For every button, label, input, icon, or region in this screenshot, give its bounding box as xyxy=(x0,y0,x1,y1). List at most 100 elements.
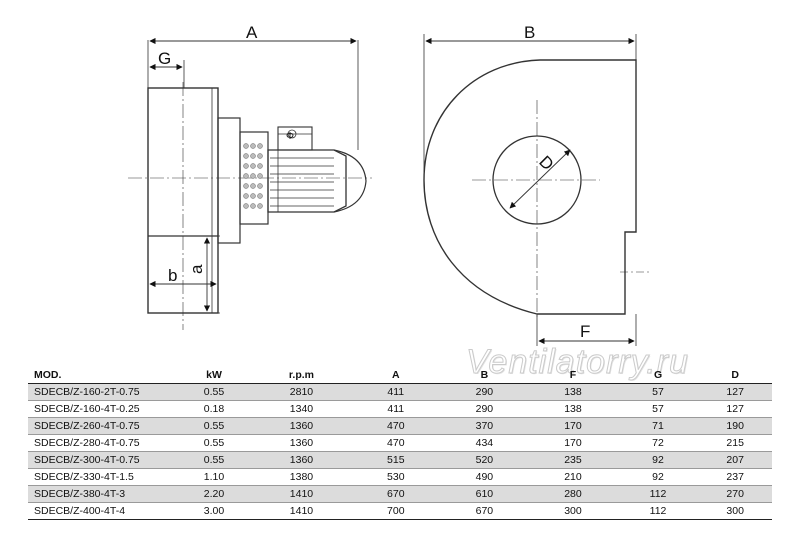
side-view xyxy=(128,37,372,330)
label-F: F xyxy=(580,322,590,341)
cell-D: 190 xyxy=(698,417,772,435)
cell-D: 237 xyxy=(698,468,772,486)
cell-rpm: 1360 xyxy=(251,451,352,469)
cell-B: 670 xyxy=(440,502,529,520)
cell-rpm: 1410 xyxy=(251,485,352,503)
cell-F: 235 xyxy=(528,451,618,469)
cell-B: 434 xyxy=(440,434,529,452)
cell-model: SDECB/Z-160-4T-0.25 xyxy=(28,400,177,418)
cell-kw: 0.18 xyxy=(176,400,252,418)
terminal-box xyxy=(277,126,313,151)
label-a: a xyxy=(187,264,206,274)
header-D: D xyxy=(698,366,772,384)
cell-G: 112 xyxy=(617,502,699,520)
dimension-D-line xyxy=(509,149,571,209)
cell-rpm: 1340 xyxy=(251,400,352,418)
cell-D: 127 xyxy=(698,383,772,401)
cell-A: 670 xyxy=(351,485,441,503)
cell-A: 700 xyxy=(351,502,441,520)
ventilation-holes xyxy=(243,143,263,209)
cell-F: 138 xyxy=(528,400,618,418)
label-G: G xyxy=(158,49,171,68)
motor-end-cap xyxy=(333,149,367,213)
cell-D: 207 xyxy=(698,451,772,469)
cell-D: 270 xyxy=(698,485,772,503)
specifications-table: MOD. kW r.p.m A B F G D SDECB/Z-160-2T-0… xyxy=(28,366,772,520)
cell-kw: 0.55 xyxy=(176,434,252,452)
cell-kw: 2.20 xyxy=(176,485,252,503)
cell-model: SDECB/Z-260-4T-0.75 xyxy=(28,417,177,435)
header-B: B xyxy=(440,366,529,384)
cell-rpm: 1410 xyxy=(251,502,352,520)
cell-A: 515 xyxy=(351,451,441,469)
cell-model: SDECB/Z-280-4T-0.75 xyxy=(28,434,177,452)
cell-B: 290 xyxy=(440,400,529,418)
cell-D: 300 xyxy=(698,502,772,520)
cell-model: SDECB/Z-400-4T-4 xyxy=(28,502,177,520)
cell-model: SDECB/Z-160-2T-0.75 xyxy=(28,383,177,401)
front-view xyxy=(423,34,652,346)
cell-F: 280 xyxy=(528,485,618,503)
table-header-row: MOD. kW r.p.m A B F G D xyxy=(28,366,772,384)
cell-G: 57 xyxy=(617,400,699,418)
cell-model: SDECB/Z-330-4T-1.5 xyxy=(28,468,177,486)
cell-kw: 0.55 xyxy=(176,417,252,435)
technical-drawing: A G a b Φ B D F xyxy=(128,23,652,346)
label-b: b xyxy=(168,266,177,285)
motor-flange xyxy=(217,117,241,244)
label-D: D xyxy=(535,152,557,174)
label-A: A xyxy=(246,23,258,42)
cell-A: 530 xyxy=(351,468,441,486)
motor-body xyxy=(267,149,347,213)
header-G: G xyxy=(617,366,699,384)
volute-housing xyxy=(423,59,637,315)
header-kw: kW xyxy=(176,366,252,384)
cell-B: 490 xyxy=(440,468,529,486)
cell-kw: 0.55 xyxy=(176,451,252,469)
cell-kw: 3.00 xyxy=(176,502,252,520)
cell-G: 71 xyxy=(617,417,699,435)
cell-rpm: 1360 xyxy=(251,434,352,452)
header-rpm: r.p.m xyxy=(251,366,352,384)
cell-rpm: 1360 xyxy=(251,417,352,435)
cell-A: 411 xyxy=(351,383,441,401)
cell-G: 72 xyxy=(617,434,699,452)
cell-G: 92 xyxy=(617,468,699,486)
cell-G: 112 xyxy=(617,485,699,503)
cell-B: 610 xyxy=(440,485,529,503)
cell-B: 520 xyxy=(440,451,529,469)
header-A: A xyxy=(351,366,441,384)
cell-rpm: 1380 xyxy=(251,468,352,486)
cell-F: 138 xyxy=(528,383,618,401)
cell-F: 170 xyxy=(528,434,618,452)
cell-F: 300 xyxy=(528,502,618,520)
label-B: B xyxy=(524,23,535,42)
cell-A: 470 xyxy=(351,434,441,452)
cell-D: 215 xyxy=(698,434,772,452)
cell-B: 290 xyxy=(440,383,529,401)
header-model: MOD. xyxy=(28,366,177,384)
cell-F: 210 xyxy=(528,468,618,486)
cell-A: 411 xyxy=(351,400,441,418)
cell-model: SDECB/Z-300-4T-0.75 xyxy=(28,451,177,469)
header-F: F xyxy=(528,366,618,384)
cell-kw: 0.55 xyxy=(176,383,252,401)
cell-rpm: 2810 xyxy=(251,383,352,401)
cell-kw: 1.10 xyxy=(176,468,252,486)
cell-D: 127 xyxy=(698,400,772,418)
motor-symbol: Φ xyxy=(286,131,294,142)
cell-B: 370 xyxy=(440,417,529,435)
cell-G: 57 xyxy=(617,383,699,401)
cell-A: 470 xyxy=(351,417,441,435)
cell-F: 170 xyxy=(528,417,618,435)
cell-G: 92 xyxy=(617,451,699,469)
